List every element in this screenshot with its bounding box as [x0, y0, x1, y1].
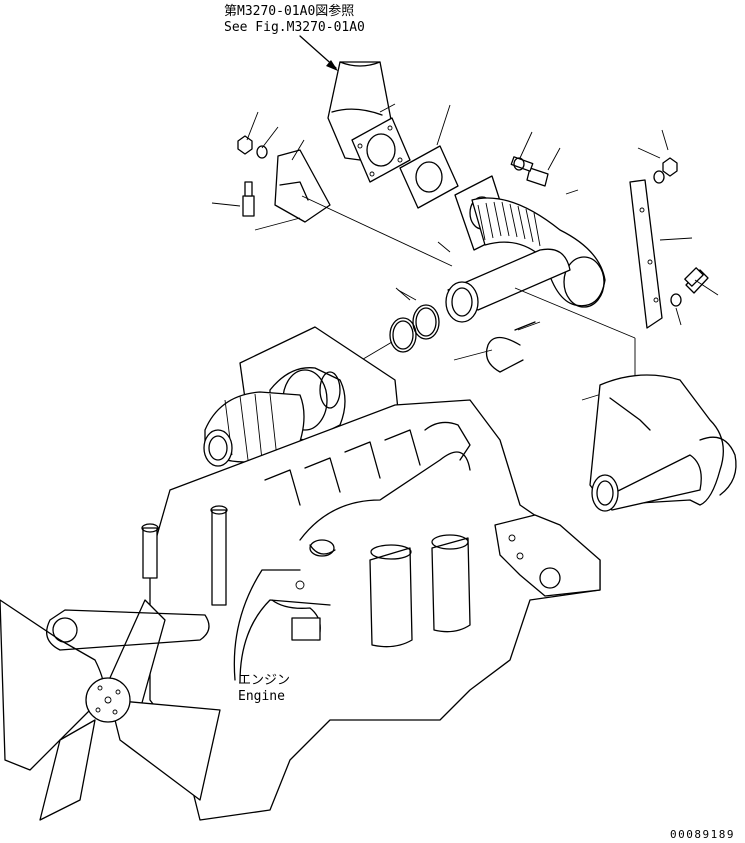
bracket-small	[274, 149, 331, 223]
dipstick-tube	[210, 505, 228, 606]
washer	[670, 293, 682, 307]
engine-mount-bracket	[494, 514, 601, 597]
cooling-fan	[0, 599, 221, 821]
leader-line	[436, 104, 451, 146]
filler-tube	[141, 523, 159, 579]
washer	[513, 157, 525, 171]
wire-harness	[233, 569, 331, 683]
intake-pipe-engine	[203, 391, 305, 467]
nut	[237, 135, 253, 155]
o-rings	[389, 304, 440, 353]
support-bracket-vertical	[629, 179, 663, 329]
nut	[662, 157, 678, 177]
gasket	[399, 145, 459, 209]
engine-label-en: Engine	[238, 689, 285, 704]
oil-filter	[431, 534, 471, 633]
exhaust-pipe-right	[589, 374, 737, 512]
duct-elbow-mid	[445, 248, 571, 323]
reference-arrow	[299, 35, 338, 71]
bolt	[242, 181, 255, 217]
figure-number: 00089189	[670, 828, 735, 841]
fan-belt	[46, 609, 210, 651]
bolt	[510, 156, 549, 187]
oil-filter	[369, 544, 413, 648]
u-clamp	[485, 321, 536, 373]
flange-square	[351, 117, 411, 183]
washer	[653, 170, 665, 184]
washer	[256, 145, 268, 159]
engine-label-jp: エンジン	[238, 673, 290, 688]
reference-label-en: See Fig.M3270-01A0	[224, 20, 365, 35]
reference-label-jp: 第M3270-01A0図参照	[224, 3, 354, 19]
